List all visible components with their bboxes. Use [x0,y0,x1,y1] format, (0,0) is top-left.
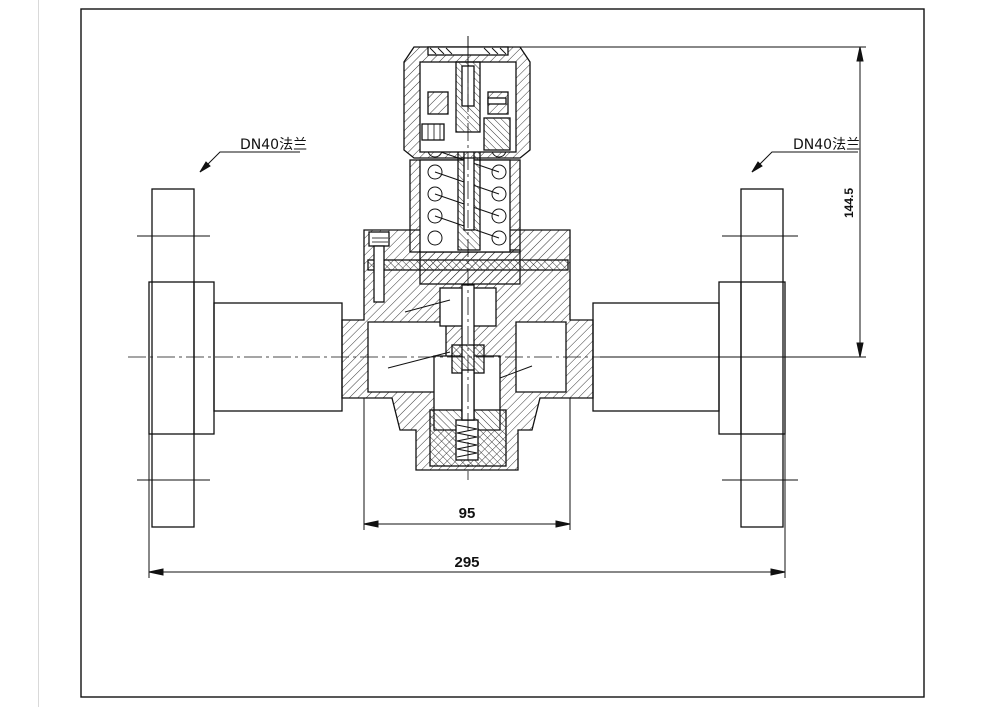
dimension-295 [148,434,786,578]
spring-housing [409,99,521,253]
dimension-144-5 [520,46,866,358]
valve-body [341,229,594,471]
flange-label-right: DN40法兰 [793,137,860,153]
right-flange [718,188,798,528]
left-flange [137,188,215,528]
dimension-95 [363,398,571,530]
page-margin-rule [38,0,39,707]
drawing-frame [80,8,925,698]
callout-leader-right [751,151,858,173]
dimension-144-5-label: 144.5 [842,188,856,218]
dimension-95-label: 95 [459,505,476,522]
flange-label-left: DN40法兰 [240,137,307,153]
dimension-295-label: 295 [454,554,479,571]
callout-leader-left [199,151,300,173]
adjusting-cap [403,36,531,159]
